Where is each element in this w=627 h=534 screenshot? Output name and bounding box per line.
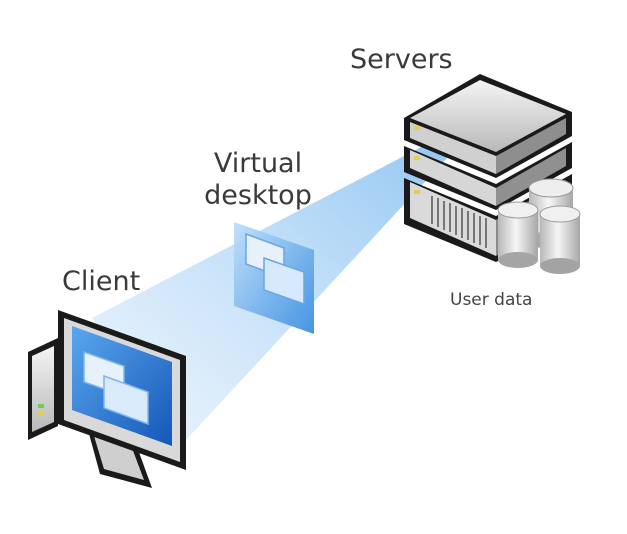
drive-bays	[431, 196, 487, 248]
servers-label: Servers	[350, 44, 453, 75]
user-data-label: User data	[450, 290, 533, 310]
client-label: Client	[62, 266, 141, 297]
client-computer-icon	[28, 310, 186, 488]
database-cylinder-right	[539, 205, 581, 274]
database-cylinder-left	[497, 201, 539, 268]
virtual-desktop-label: Virtual desktop	[192, 148, 324, 212]
virtual-desktop-label-line1: Virtual	[213, 148, 303, 179]
status-lights	[414, 126, 420, 194]
virtual-desktop-tile-icon	[234, 222, 314, 334]
virtual-desktop-label-line2: desktop	[204, 180, 312, 211]
database-cylinder-icon	[497, 178, 581, 274]
